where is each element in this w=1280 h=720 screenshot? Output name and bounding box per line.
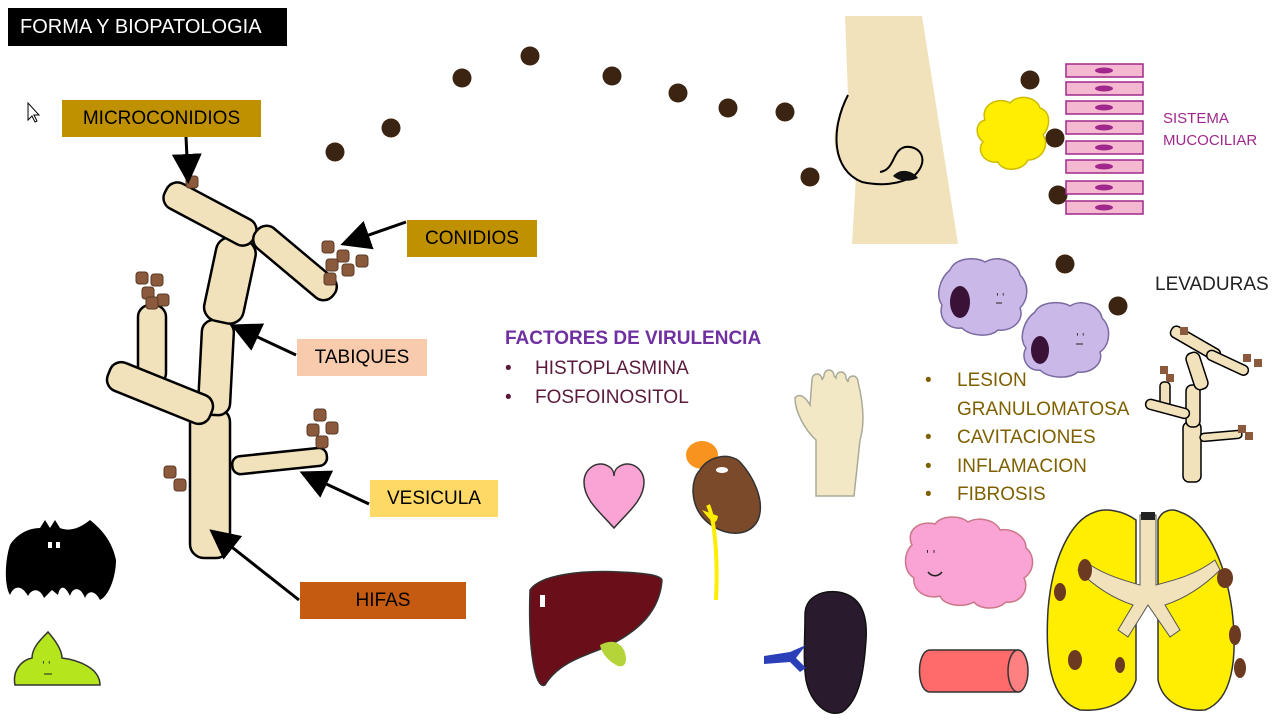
airborne-particles [325, 46, 1128, 316]
lesions-list: •LESION GRANULOMATOSA •CAVITACIONES •INF… [925, 367, 1129, 510]
list-item: •INFLAMACION [925, 455, 1087, 477]
list-item: •LESION [925, 370, 1027, 391]
virulence-list: •HISTOPLASMINA •FOSFOINOSITOL [505, 354, 689, 412]
label-hifas: HIFAS [300, 582, 466, 619]
hypha-main [188, 406, 232, 560]
macrophage-icon: ' ' ' ' [938, 257, 1110, 378]
svg-text:' ': ' ' [1076, 332, 1085, 343]
page-title: FORMA Y BIOPATOLOGIA [8, 8, 287, 46]
heart-icon [583, 463, 645, 530]
svg-text:' ': ' ' [926, 548, 936, 561]
label-tabiques: TABIQUES [297, 339, 427, 376]
label-microconidios: MICROCONIDIOS [62, 100, 261, 137]
list-item: GRANULOMATOSA [957, 398, 1130, 420]
svg-text:' ': ' ' [42, 660, 51, 671]
list-item: •FIBROSIS [925, 484, 1046, 505]
label-arrows [171, 136, 407, 602]
yeast-structure [1144, 325, 1250, 483]
spleen-icon [764, 590, 867, 714]
brain-icon: ' ' [904, 516, 1034, 609]
label-vesicula: VESICULA [370, 480, 498, 517]
list-item: •HISTOPLASMINA [505, 358, 689, 379]
mouse-cursor-icon [27, 101, 41, 123]
kidney-icon [686, 441, 762, 601]
yeasts-label: LEVADURAS [1155, 274, 1269, 295]
lung-icon [1046, 509, 1246, 711]
list-item: •CAVITACIONES [925, 427, 1096, 448]
svg-text:' ': ' ' [996, 292, 1005, 303]
mucus-blob [976, 96, 1050, 170]
virulence-heading: FACTORES DE VIRULENCIA [505, 328, 762, 349]
liver-icon [528, 570, 663, 687]
hand-icon [794, 369, 864, 497]
bone-icon [918, 649, 1029, 693]
label-conidios: CONIDIOS [407, 220, 537, 257]
nose-icon [834, 16, 958, 244]
list-item: •FOSFOINOSITOL [505, 387, 689, 408]
bat-icon [5, 520, 116, 600]
mucociliary-label: SISTEMA MUCOCILIAR [1163, 110, 1258, 149]
hyphae-structure [105, 181, 339, 560]
slime-icon: ' ' [13, 630, 101, 686]
